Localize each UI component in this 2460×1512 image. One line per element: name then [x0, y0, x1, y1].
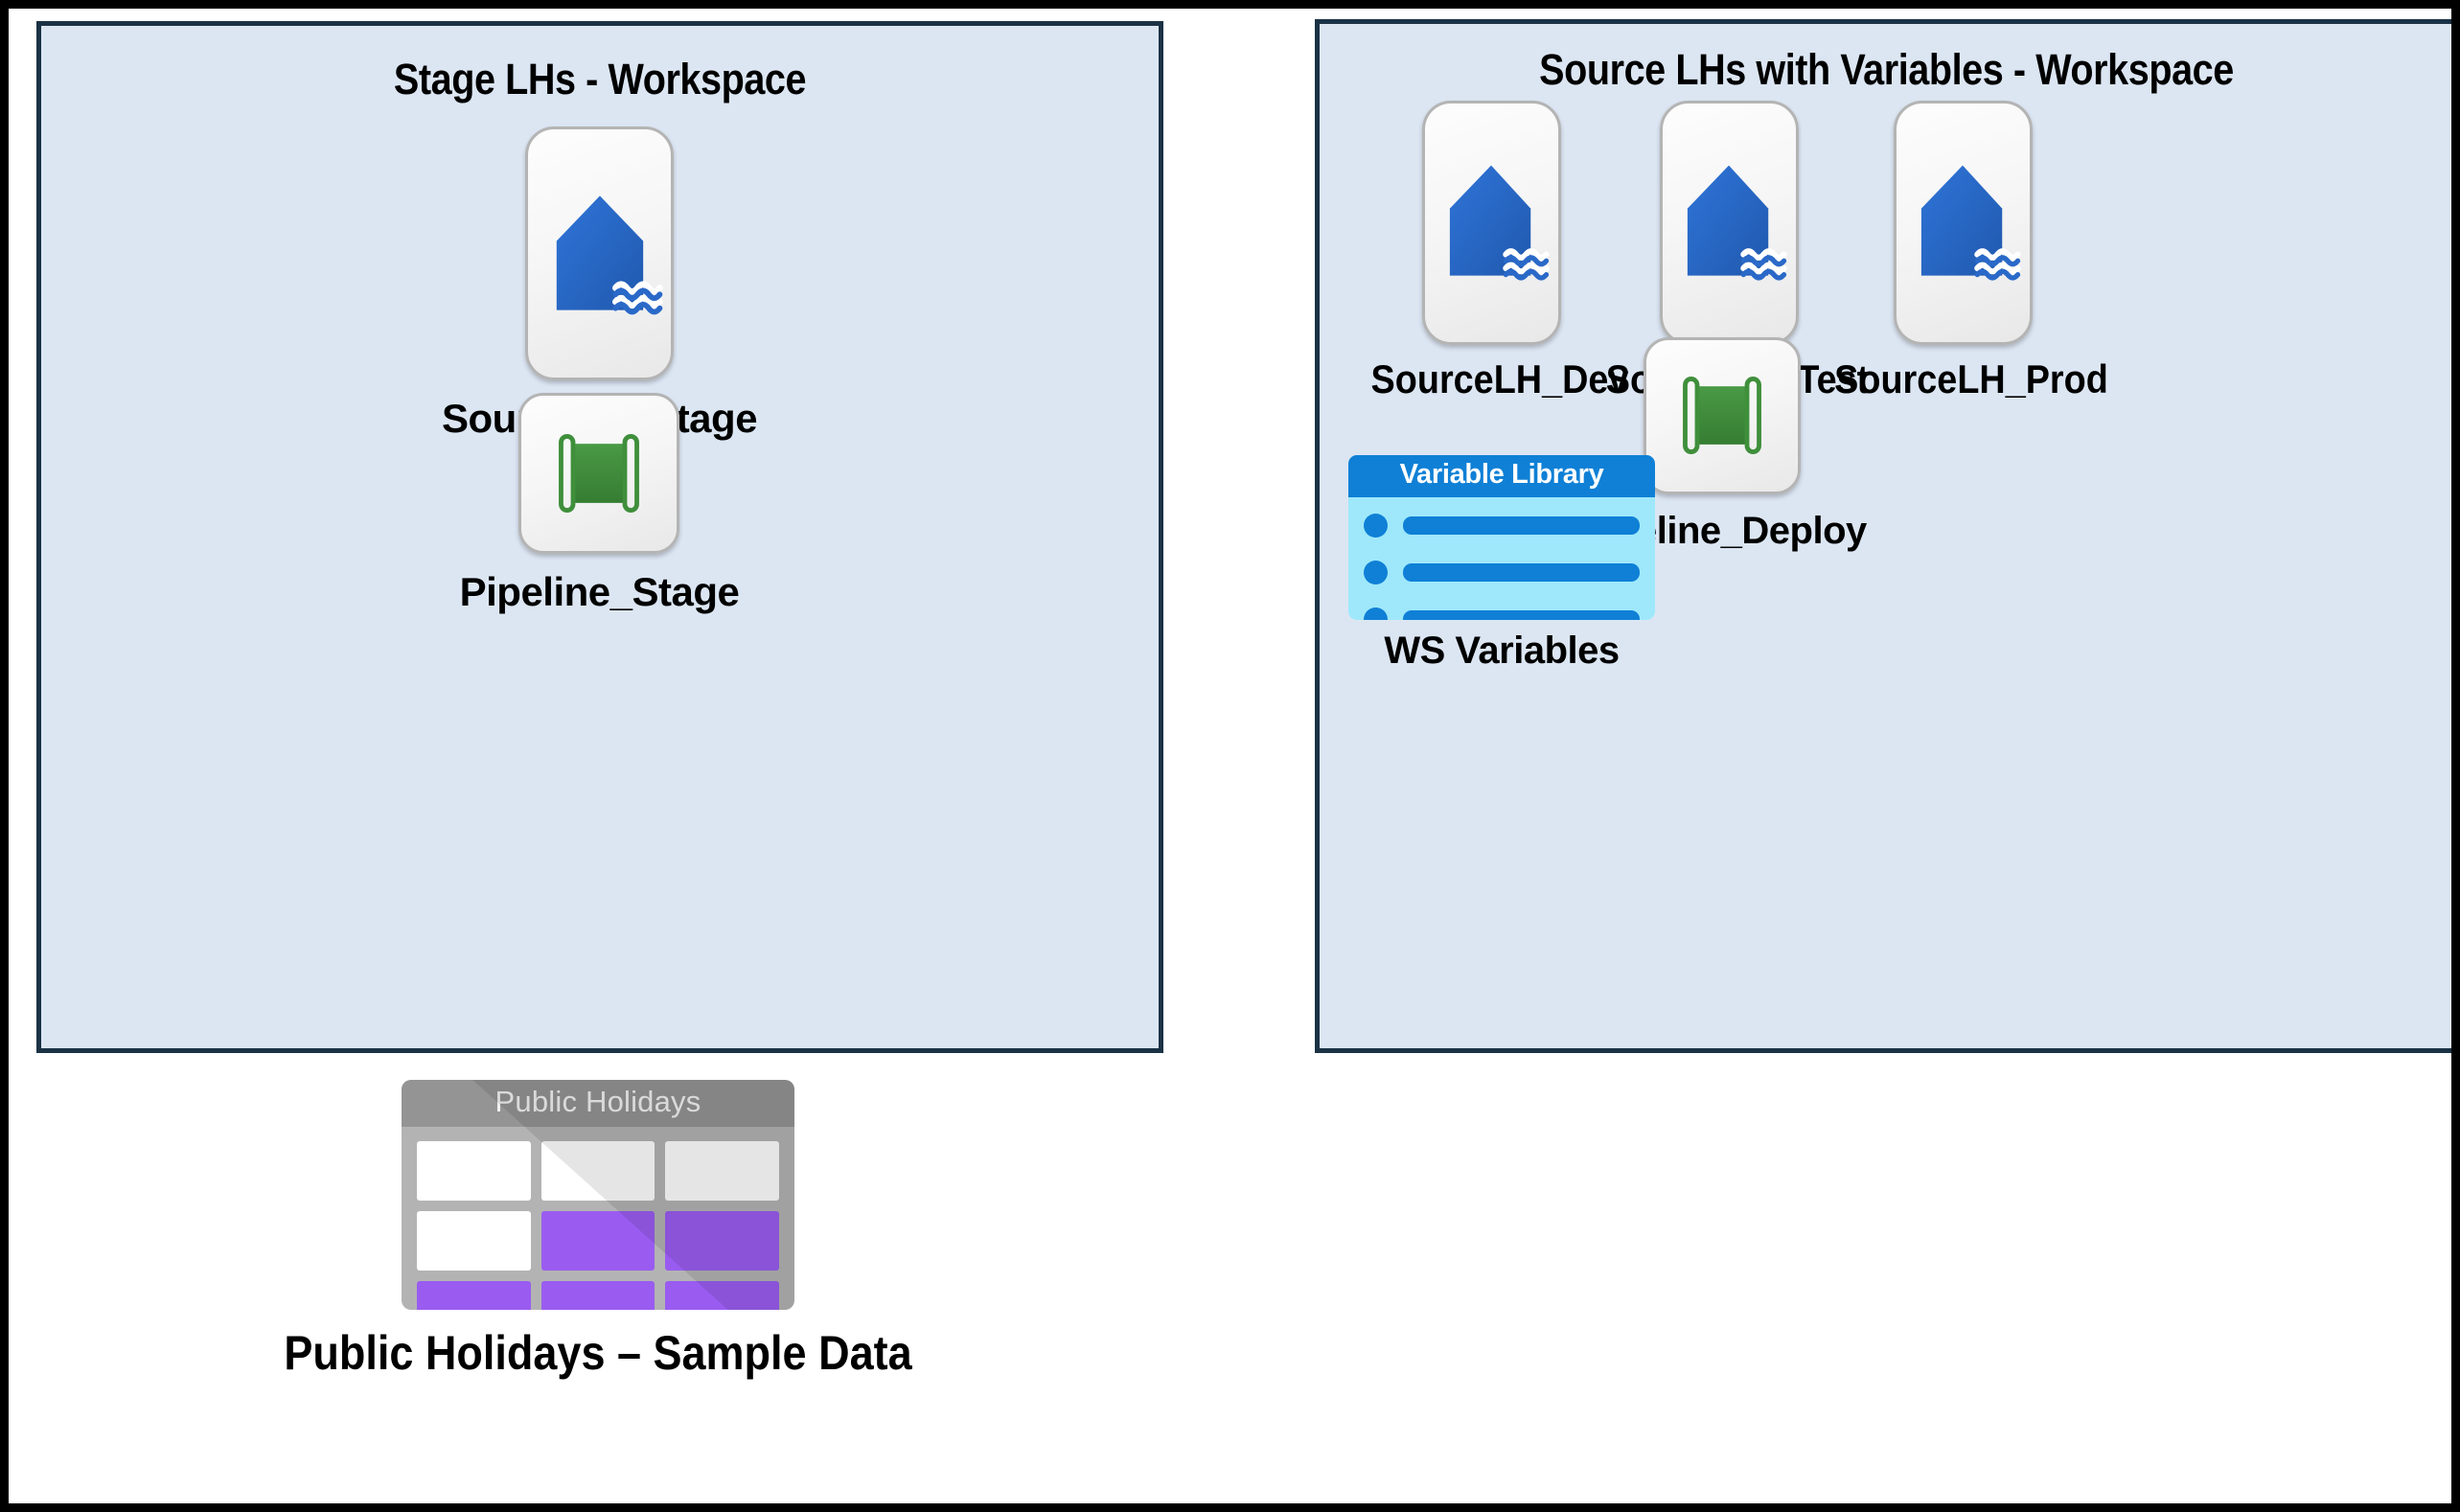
table-cell	[417, 1211, 531, 1271]
item-public-holidays[interactable]: Public Holidays Public Holidays – Sample…	[133, 1080, 996, 1482]
item-label: WS Variables	[1384, 630, 1620, 672]
workspace-panel-stage: Stage LHs - Workspace	[36, 21, 1163, 1053]
table-cell	[665, 1141, 779, 1201]
item-label: SourceLH_Prod	[1833, 356, 2108, 401]
variable-library-header: Variable Library	[1348, 455, 1655, 497]
lakehouse-glyph	[1687, 165, 1787, 281]
lakehouse-glyph	[1449, 165, 1550, 281]
table-cell	[665, 1211, 779, 1271]
variable-library-icon: Variable Library	[1348, 455, 1655, 620]
item-pipeline-stage[interactable]: Pipeline_Stage	[460, 393, 740, 661]
table-cell	[540, 1211, 655, 1271]
public-holidays-table-header: Public Holidays	[402, 1080, 794, 1127]
variable-library-rows	[1348, 497, 1655, 620]
variable-bar	[1403, 610, 1640, 620]
lakehouse-glyph	[556, 195, 663, 315]
item-ws-variables[interactable]: Variable Library WS Varia	[1327, 455, 1655, 704]
variable-bar	[1403, 563, 1640, 582]
table-cell	[540, 1281, 655, 1310]
table-cell	[417, 1141, 531, 1201]
lakehouse-glyph	[1920, 165, 2021, 281]
pipeline-icon	[1644, 337, 1801, 494]
item-sourcelh-prod[interactable]: SourceLH_Prod	[1825, 101, 2117, 446]
lakehouse-icon	[525, 126, 674, 380]
public-holidays-table-icon: Public Holidays	[402, 1080, 794, 1310]
item-pipeline-deploy[interactable]: Pipeline_Deploy	[1564, 337, 1880, 586]
variable-row	[1364, 514, 1640, 538]
lakehouse-icon	[1422, 101, 1561, 345]
workspace-panel-source: Source LHs with Variables - Workspace So…	[1315, 19, 2451, 1053]
table-cell	[417, 1281, 531, 1310]
variable-bar	[1403, 516, 1640, 535]
variable-row	[1364, 561, 1640, 584]
pipeline-glyph	[559, 434, 639, 513]
table-cell	[665, 1281, 779, 1310]
public-holidays-table-grid	[402, 1127, 794, 1310]
panel-title-source: Source LHs with Variables - Workspace	[1539, 45, 2234, 94]
bullet-icon	[1364, 607, 1388, 620]
table-cell	[540, 1141, 655, 1201]
panel-title-stage: Stage LHs - Workspace	[393, 55, 807, 103]
item-label: Pipeline_Stage	[459, 569, 740, 614]
lakehouse-icon	[1660, 101, 1799, 345]
bullet-icon	[1364, 561, 1388, 584]
lakehouse-icon	[1894, 101, 2033, 345]
variable-row	[1364, 607, 1640, 620]
item-label: Public Holidays – Sample Data	[284, 1326, 912, 1380]
pipeline-glyph	[1683, 377, 1761, 454]
pipeline-icon	[518, 393, 679, 554]
bullet-icon	[1364, 514, 1388, 538]
item-label: SourceLH_Dev	[1370, 356, 1628, 401]
item-sourcelh-dev[interactable]: SourceLH_Dev	[1353, 101, 1645, 446]
